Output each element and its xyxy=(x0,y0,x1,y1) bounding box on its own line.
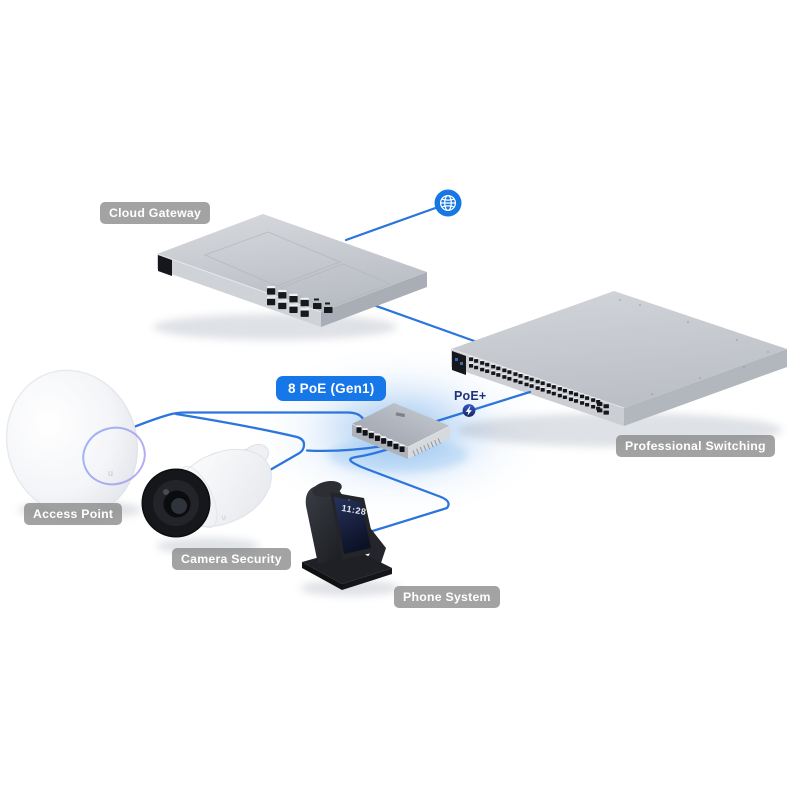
professional-switch-device xyxy=(450,291,787,426)
gateway-ports xyxy=(267,286,333,317)
poe-switch-label: 8 PoE (Gen1) xyxy=(276,376,387,401)
switch-screen xyxy=(452,351,466,375)
cloud-gateway-device xyxy=(156,214,427,327)
access-point-label: Access Point xyxy=(24,503,123,525)
access-point-logo: u xyxy=(108,468,113,478)
camera-device: u xyxy=(141,443,272,538)
switch-ports xyxy=(469,356,609,415)
professional-switching-label: Professional Switching xyxy=(616,435,775,457)
camera-security-label: Camera Security xyxy=(172,548,291,570)
hub-logo-mark xyxy=(395,412,406,418)
poe-plus-label: PoE+ xyxy=(454,389,487,403)
link-internet-gateway xyxy=(344,204,443,242)
access-point-device: u xyxy=(5,369,146,517)
phone-screen xyxy=(334,497,371,554)
phone-system-label: Phone System xyxy=(394,586,500,608)
phone-device xyxy=(302,481,392,590)
link-hub-phone xyxy=(349,446,450,533)
link-gateway-switch xyxy=(363,300,479,344)
hub-ports xyxy=(356,425,405,452)
cloud-gateway-label: Cloud Gateway xyxy=(100,202,211,224)
access-point-led-ring xyxy=(82,426,146,486)
switch-screws xyxy=(619,299,769,395)
globe-icon xyxy=(434,189,462,217)
gateway-screen xyxy=(158,255,172,276)
poe-badge-icon xyxy=(462,404,476,417)
poe-switch-device xyxy=(351,403,451,459)
link-hub-switch-poe xyxy=(435,390,532,423)
camera-logo: u xyxy=(221,512,227,522)
hub-vents xyxy=(412,438,441,457)
